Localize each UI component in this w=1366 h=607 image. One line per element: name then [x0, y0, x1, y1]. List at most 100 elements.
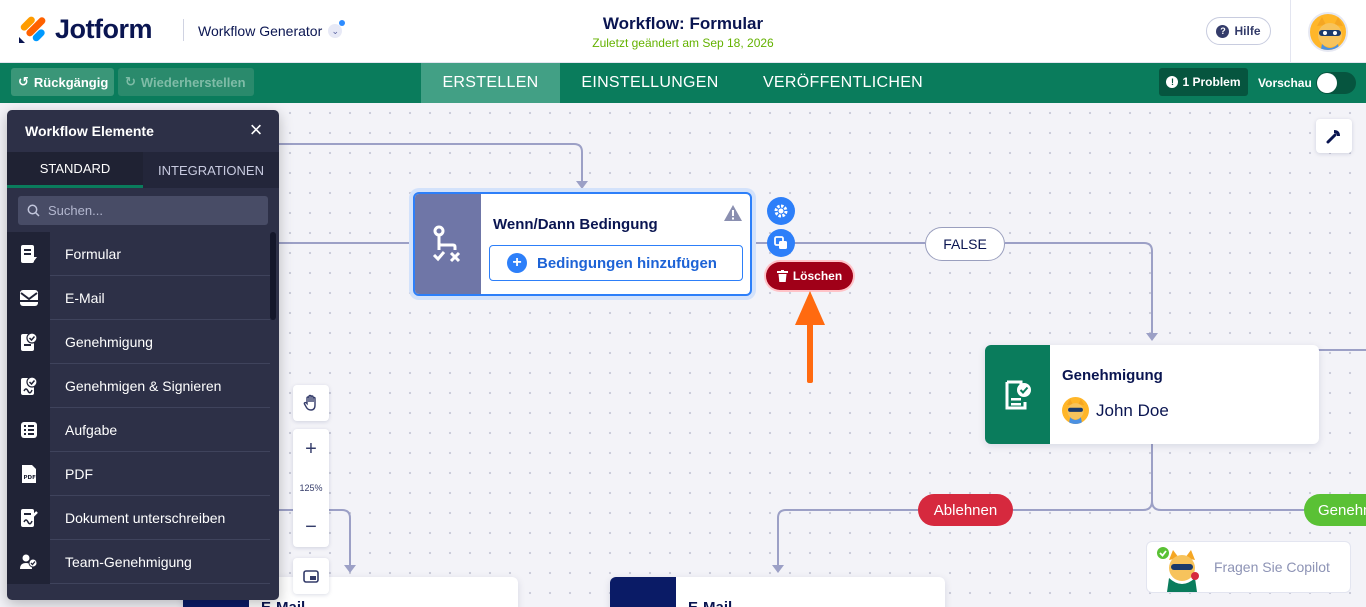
auto-layout-button[interactable]: [1316, 119, 1352, 153]
delete-node-button[interactable]: Löschen: [766, 262, 853, 290]
redo-label: Wiederherstellen: [140, 74, 246, 90]
copilot-avatar-icon: [1157, 547, 1199, 592]
branch-icon: [432, 225, 461, 263]
redo-icon: ↻: [125, 74, 136, 89]
sign-document-icon: [20, 509, 38, 527]
redo-button[interactable]: ↻ Wiederherstellen: [118, 68, 254, 96]
chevron-down-icon: ⌄: [328, 20, 346, 38]
list-item-label: E-Mail: [65, 290, 105, 306]
approve-sign-icon: [20, 376, 38, 395]
undo-button[interactable]: ↺ Rückgängig: [11, 68, 114, 96]
connection-lines: [279, 143, 1366, 573]
list-item-approval[interactable]: Genehmigung: [7, 320, 279, 364]
svg-text:PDF: PDF: [23, 475, 36, 481]
preview-label: Vorschau: [1258, 76, 1312, 90]
list-item-label: PDF: [65, 466, 93, 482]
node-settings-button[interactable]: [767, 197, 795, 225]
app-switcher[interactable]: Workflow Generator ⌄: [198, 20, 346, 39]
help-button[interactable]: ? Hilfe: [1206, 17, 1271, 45]
workflow-elements-panel: Workflow Elemente × STANDARD INTEGRATION…: [7, 110, 279, 600]
undo-label: Rückgängig: [33, 74, 109, 90]
assignee-avatar: [1062, 397, 1089, 424]
jotform-logo-icon: [19, 16, 46, 43]
list-item-pdf[interactable]: PDF PDF: [7, 452, 279, 496]
condition-title: Wenn/Dann Bedingung: [493, 216, 658, 233]
zoom-level: 125%: [299, 483, 323, 493]
search-input[interactable]: [48, 203, 248, 218]
minimap-icon: [303, 569, 319, 583]
list-item-label: Dokument unterschreiben: [65, 510, 226, 526]
zoom-out-button[interactable]: −: [305, 515, 317, 538]
tab-settings[interactable]: EINSTELLUNGEN: [581, 74, 719, 91]
condition-icon-box: [415, 194, 481, 294]
trash-icon: [776, 270, 788, 282]
list-item-approve-sign[interactable]: Genehmigen & Signieren: [7, 364, 279, 408]
user-avatar[interactable]: [1308, 12, 1348, 52]
panel-scrollbar[interactable]: [270, 232, 276, 320]
annotation-arrow-icon: [795, 291, 825, 383]
approval-title: Genehmigung: [1062, 367, 1163, 384]
pdf-icon: PDF: [21, 465, 36, 483]
cat-avatar-icon: [1066, 399, 1085, 424]
approval-node[interactable]: Genehmigung John Doe: [985, 345, 1319, 444]
list-item-sign-document[interactable]: Dokument unterschreiben: [7, 496, 279, 540]
help-label: Hilfe: [1234, 24, 1261, 38]
node-duplicate-button[interactable]: [767, 229, 795, 257]
question-icon: ?: [1216, 24, 1230, 38]
list-item-team-approval[interactable]: Team-Genehmigung: [7, 540, 279, 584]
approval-icon: [20, 332, 38, 351]
warning-icon[interactable]: [723, 204, 743, 222]
condition-node[interactable]: Wenn/Dann Bedingung + Bedingungen hinzuf…: [413, 192, 752, 296]
list-item-label: Formular: [65, 246, 122, 262]
email-title: E-Mail: [261, 599, 305, 607]
preview-toggle[interactable]: [1316, 72, 1356, 94]
tab-create[interactable]: ERSTELLEN: [421, 63, 560, 103]
page-title: Workflow: Formular: [602, 14, 764, 33]
logo-text: Jotform: [55, 14, 153, 44]
element-list: Formular E-Mail Genehmigung Genehmigen &…: [7, 232, 279, 584]
copilot-button[interactable]: Fragen Sie Copilot: [1146, 541, 1351, 593]
tab-publish[interactable]: VERÖFFENTLICHEN: [762, 74, 924, 91]
zoom-controls: + 125% −: [293, 429, 329, 547]
list-item-task[interactable]: Aufgabe: [7, 408, 279, 452]
delete-label: Löschen: [792, 269, 843, 283]
false-branch-label[interactable]: FALSE: [925, 227, 1005, 261]
zoom-in-button[interactable]: +: [305, 437, 317, 460]
approve-branch-label[interactable]: Genehmigen: [1304, 494, 1366, 526]
problem-button[interactable]: ! 1 Problem: [1159, 68, 1248, 96]
panel-header: Workflow Elemente ×: [7, 110, 279, 152]
hand-icon: [303, 394, 316, 411]
task-icon: [20, 422, 37, 438]
approval-icon-box: [985, 345, 1050, 444]
list-item-label: Team-Genehmigung: [65, 554, 192, 570]
magic-wand-icon: [1326, 130, 1340, 144]
email-node[interactable]: E-Mail: [610, 577, 945, 607]
minimap-button[interactable]: [293, 558, 329, 594]
last-modified: Zuletzt geändert am Sep 18, 2026: [592, 36, 774, 50]
copy-icon: [774, 236, 787, 249]
pan-tool-button[interactable]: [293, 385, 329, 421]
list-item-label: Genehmigung: [65, 334, 153, 350]
email-title: E-Mail: [688, 599, 732, 607]
cat-avatar-icon: [1317, 17, 1343, 50]
close-icon[interactable]: ×: [249, 117, 263, 142]
search-icon: [27, 204, 40, 217]
add-conditions-button[interactable]: + Bedingungen hinzufügen: [489, 245, 743, 281]
add-conditions-label: Bedingungen hinzufügen: [537, 254, 717, 272]
tab-standard[interactable]: STANDARD: [7, 152, 143, 188]
element-search[interactable]: [18, 196, 268, 225]
form-icon: [20, 245, 37, 263]
jotform-logo[interactable]: Jotform: [17, 14, 153, 45]
list-item-email[interactable]: E-Mail: [7, 276, 279, 320]
team-approval-icon: [19, 554, 37, 569]
email-icon-box: [610, 577, 676, 607]
reject-branch-label[interactable]: Ablehnen: [918, 494, 1013, 526]
top-header: Jotform Workflow Generator ⌄ Workflow: F…: [0, 0, 1366, 63]
approval-assignee[interactable]: John Doe: [1062, 397, 1169, 424]
list-item-formular[interactable]: Formular: [7, 232, 279, 276]
tab-integrations[interactable]: INTEGRATIONEN: [143, 152, 279, 188]
approval-icon: [1005, 380, 1031, 409]
panel-title: Workflow Elemente: [25, 123, 154, 139]
builder-toolbar: ↺ Rückgängig ↻ Wiederherstellen ERSTELLE…: [0, 63, 1366, 103]
gear-icon: [774, 204, 788, 218]
